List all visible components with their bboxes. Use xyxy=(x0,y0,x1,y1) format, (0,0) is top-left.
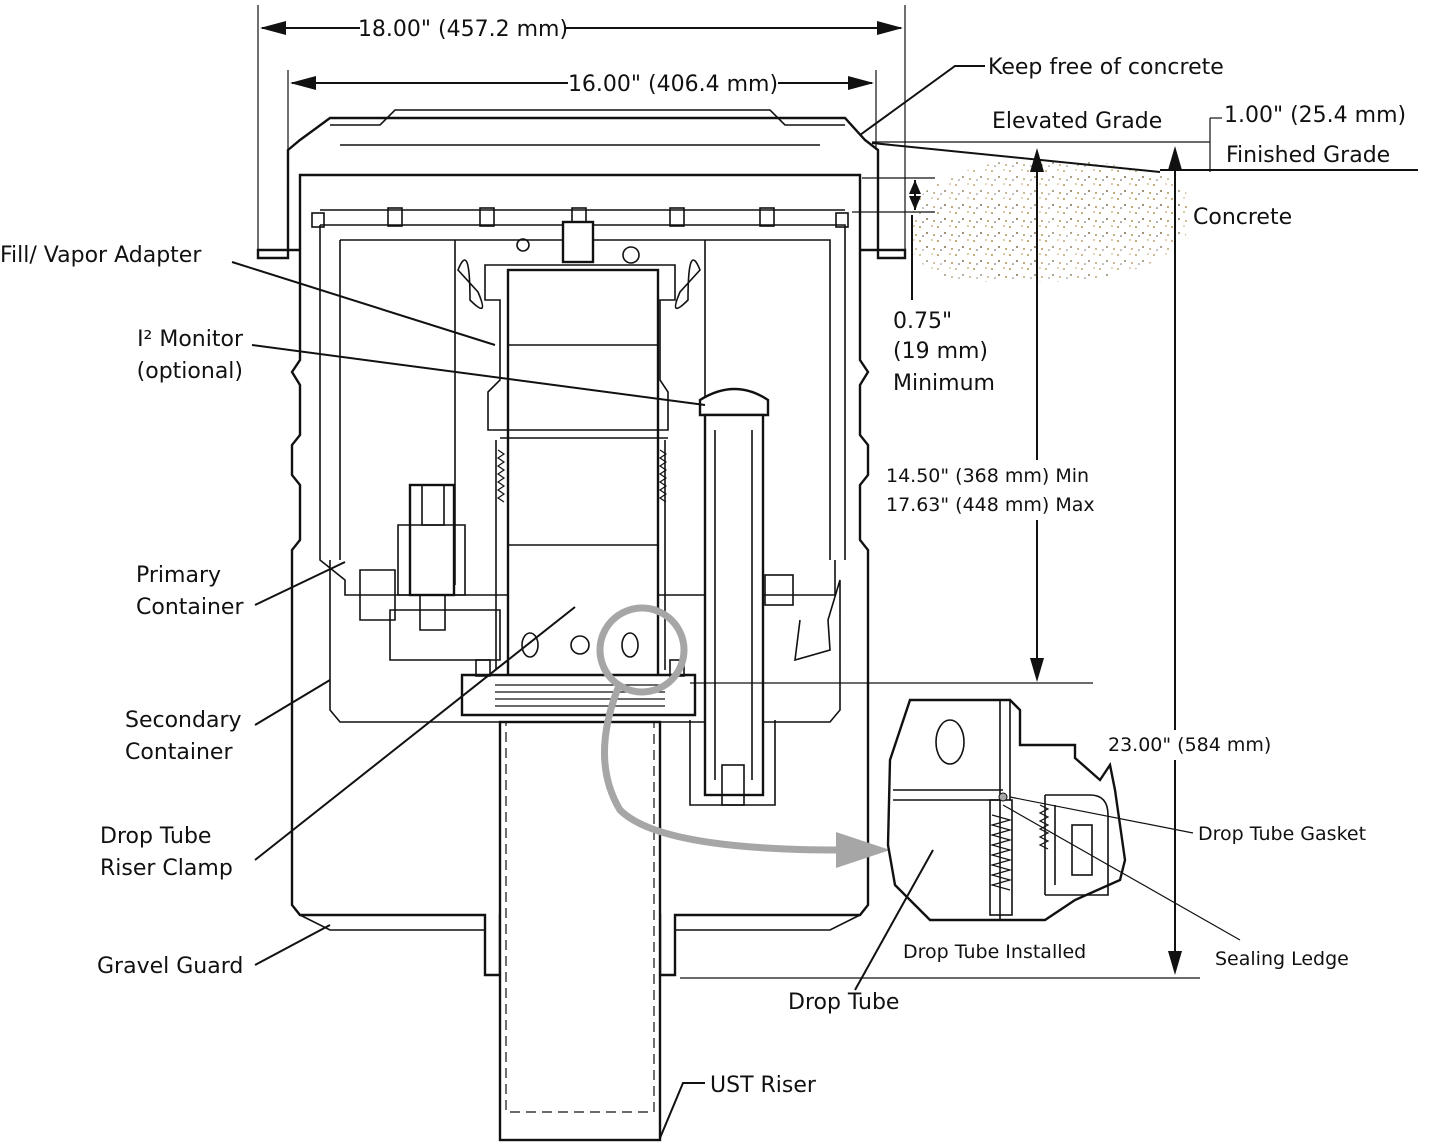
keep-free-label: Keep free of concrete xyxy=(988,55,1224,80)
fill-vapor-adapter xyxy=(454,220,706,687)
sealing-ledge-label: Sealing Ledge xyxy=(1215,948,1349,970)
monitor-label-line2: (optional) xyxy=(137,359,243,384)
elevated-grade-label: Elevated Grade xyxy=(992,109,1162,134)
primary-container-label-line1: Primary xyxy=(136,563,221,588)
drop-tube-installed-label: Drop Tube Installed xyxy=(903,941,1086,963)
concrete-label: Concrete xyxy=(1193,205,1292,230)
min-clearance-note: Minimum xyxy=(893,371,995,396)
drop-tube-label: Drop Tube xyxy=(788,990,899,1015)
fill-vapor-adapter-label: Fill/ Vapor Adapter xyxy=(0,243,202,268)
ust-riser-label: UST Riser xyxy=(710,1073,817,1098)
min-clearance-mm: (19 mm) xyxy=(893,339,988,364)
inner-width-label: 16.00" (406.4 mm) xyxy=(568,72,778,97)
min-clearance-value: 0.75" xyxy=(893,309,952,334)
height-min-label: 14.50" (368 mm) Min xyxy=(886,465,1089,487)
leader-lines xyxy=(231,65,1241,1139)
ust-riser xyxy=(498,720,662,1142)
secondary-container-label-line2: Container xyxy=(125,740,233,765)
height-max-label: 17.63" (448 mm) Max xyxy=(886,494,1095,516)
dimension-16in xyxy=(287,70,877,150)
grade-lines xyxy=(871,117,1418,173)
secondary-container-label-line1: Secondary xyxy=(125,708,242,733)
overall-height-label: 23.00" (584 mm) xyxy=(1108,734,1271,756)
drop-tube-gasket-label: Drop Tube Gasket xyxy=(1198,823,1366,845)
concrete-region xyxy=(910,158,1190,282)
dimension-18in xyxy=(257,5,906,250)
monitor-label-line1: I² Monitor xyxy=(137,327,244,352)
primary-container-label-line2: Container xyxy=(136,595,244,620)
monitor-probe xyxy=(689,387,794,806)
callout-arrowhead xyxy=(836,832,890,868)
riser-clamp-label-line2: Riser Clamp xyxy=(100,856,233,881)
gravel-guard-label: Gravel Guard xyxy=(97,954,243,979)
detail-inset xyxy=(886,698,1127,922)
detail-callout-loop xyxy=(596,604,890,868)
dimension-075in xyxy=(852,177,935,300)
grade-offset-label: 1.00" (25.4 mm) xyxy=(1224,103,1406,128)
primary-container xyxy=(311,207,849,596)
riser-clamp-label-line1: Drop Tube xyxy=(100,824,211,849)
drain-valve xyxy=(359,483,501,661)
dimension-23in xyxy=(680,146,1200,979)
overall-width-label: 18.00" (457.2 mm) xyxy=(358,17,568,42)
riser-clamp xyxy=(460,659,697,717)
dimension-height-min-max xyxy=(690,148,1093,684)
finished-grade-label: Finished Grade xyxy=(1226,143,1390,168)
